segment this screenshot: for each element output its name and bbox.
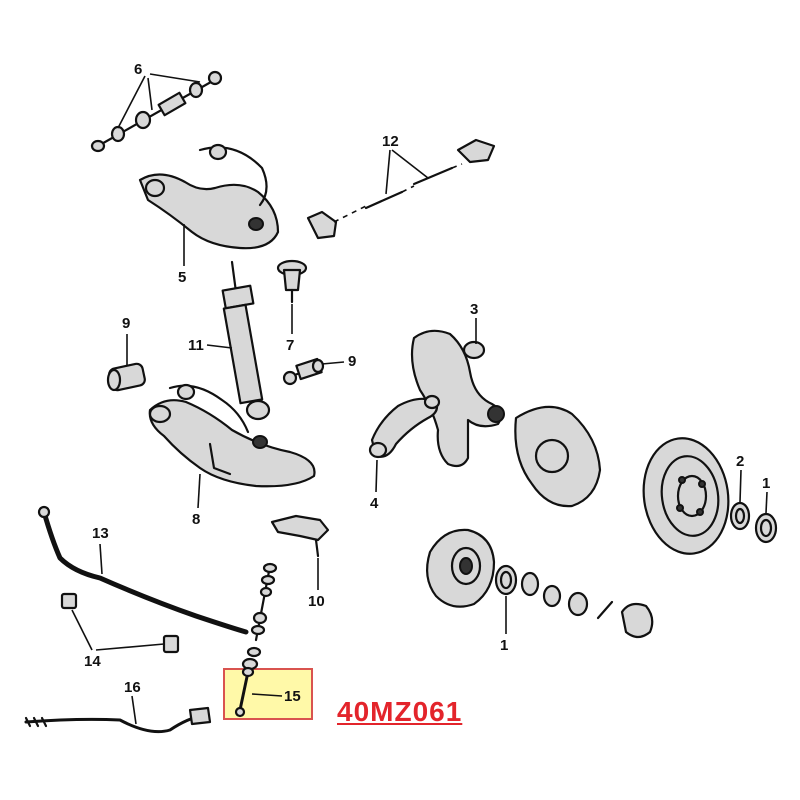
part-2-bearing-race: [729, 501, 751, 531]
label-9a: 9: [122, 315, 130, 332]
leader-4: [375, 459, 378, 493]
part-15-bolt: [234, 666, 255, 718]
hub-bearings: [520, 571, 654, 639]
label-15: 15: [284, 688, 301, 705]
label-3: 3: [470, 301, 478, 318]
leader-15: [251, 693, 283, 697]
label-4: 4: [370, 495, 379, 512]
label-16: 16: [124, 679, 141, 696]
label-1a: 1: [762, 475, 770, 492]
part-8-lower-control-arm: [148, 383, 316, 488]
dust-shield: [514, 405, 602, 508]
label-6: 6: [134, 61, 142, 78]
label-5: 5: [178, 269, 186, 286]
leader-13: [99, 543, 103, 575]
part-9-bushing-right: [282, 357, 325, 386]
leader-14: [71, 609, 165, 651]
label-2: 2: [736, 453, 744, 470]
label-9b: 9: [348, 353, 356, 370]
catalog-code: 40MZ061: [337, 696, 463, 727]
leader-11: [206, 344, 233, 349]
leader-1a: [765, 491, 768, 514]
part-13-stabilizer-bar: [37, 505, 249, 635]
leader-8: [197, 473, 201, 509]
leader-9b: [321, 361, 345, 365]
part-16-brake-cable: [24, 706, 212, 734]
leader-2: [739, 469, 742, 503]
label-1b: 1: [500, 637, 508, 654]
part-12-shaft: [306, 138, 496, 240]
part-5-upper-control-arm: [138, 143, 280, 250]
leader-16: [131, 695, 137, 725]
brake-rotor: [642, 437, 730, 555]
label-10: 10: [308, 593, 325, 610]
part-4-steering-arm: [368, 394, 441, 459]
stabilizer-link-stack: [241, 562, 278, 671]
part-10-tie-rod-end: [270, 514, 330, 558]
label-12: 12: [382, 133, 399, 150]
label-14: 14: [84, 653, 101, 670]
wheel-hub: [425, 528, 496, 608]
part-6-upper-shaft: [90, 70, 223, 153]
leader-12: [385, 149, 429, 195]
part-7-ball-joint: [276, 259, 308, 304]
part-1-seal-right: [754, 512, 778, 544]
label-8: 8: [192, 511, 200, 528]
label-11: 11: [188, 337, 204, 354]
part-14-stabilizer-bushings: [60, 592, 180, 654]
leader-6: [117, 73, 201, 129]
label-7: 7: [286, 337, 294, 354]
part-9-bushing-left: [106, 362, 146, 392]
part-11-shock-absorber: [221, 260, 271, 421]
part-1-seal-hub: [494, 564, 518, 596]
label-13: 13: [92, 525, 109, 542]
